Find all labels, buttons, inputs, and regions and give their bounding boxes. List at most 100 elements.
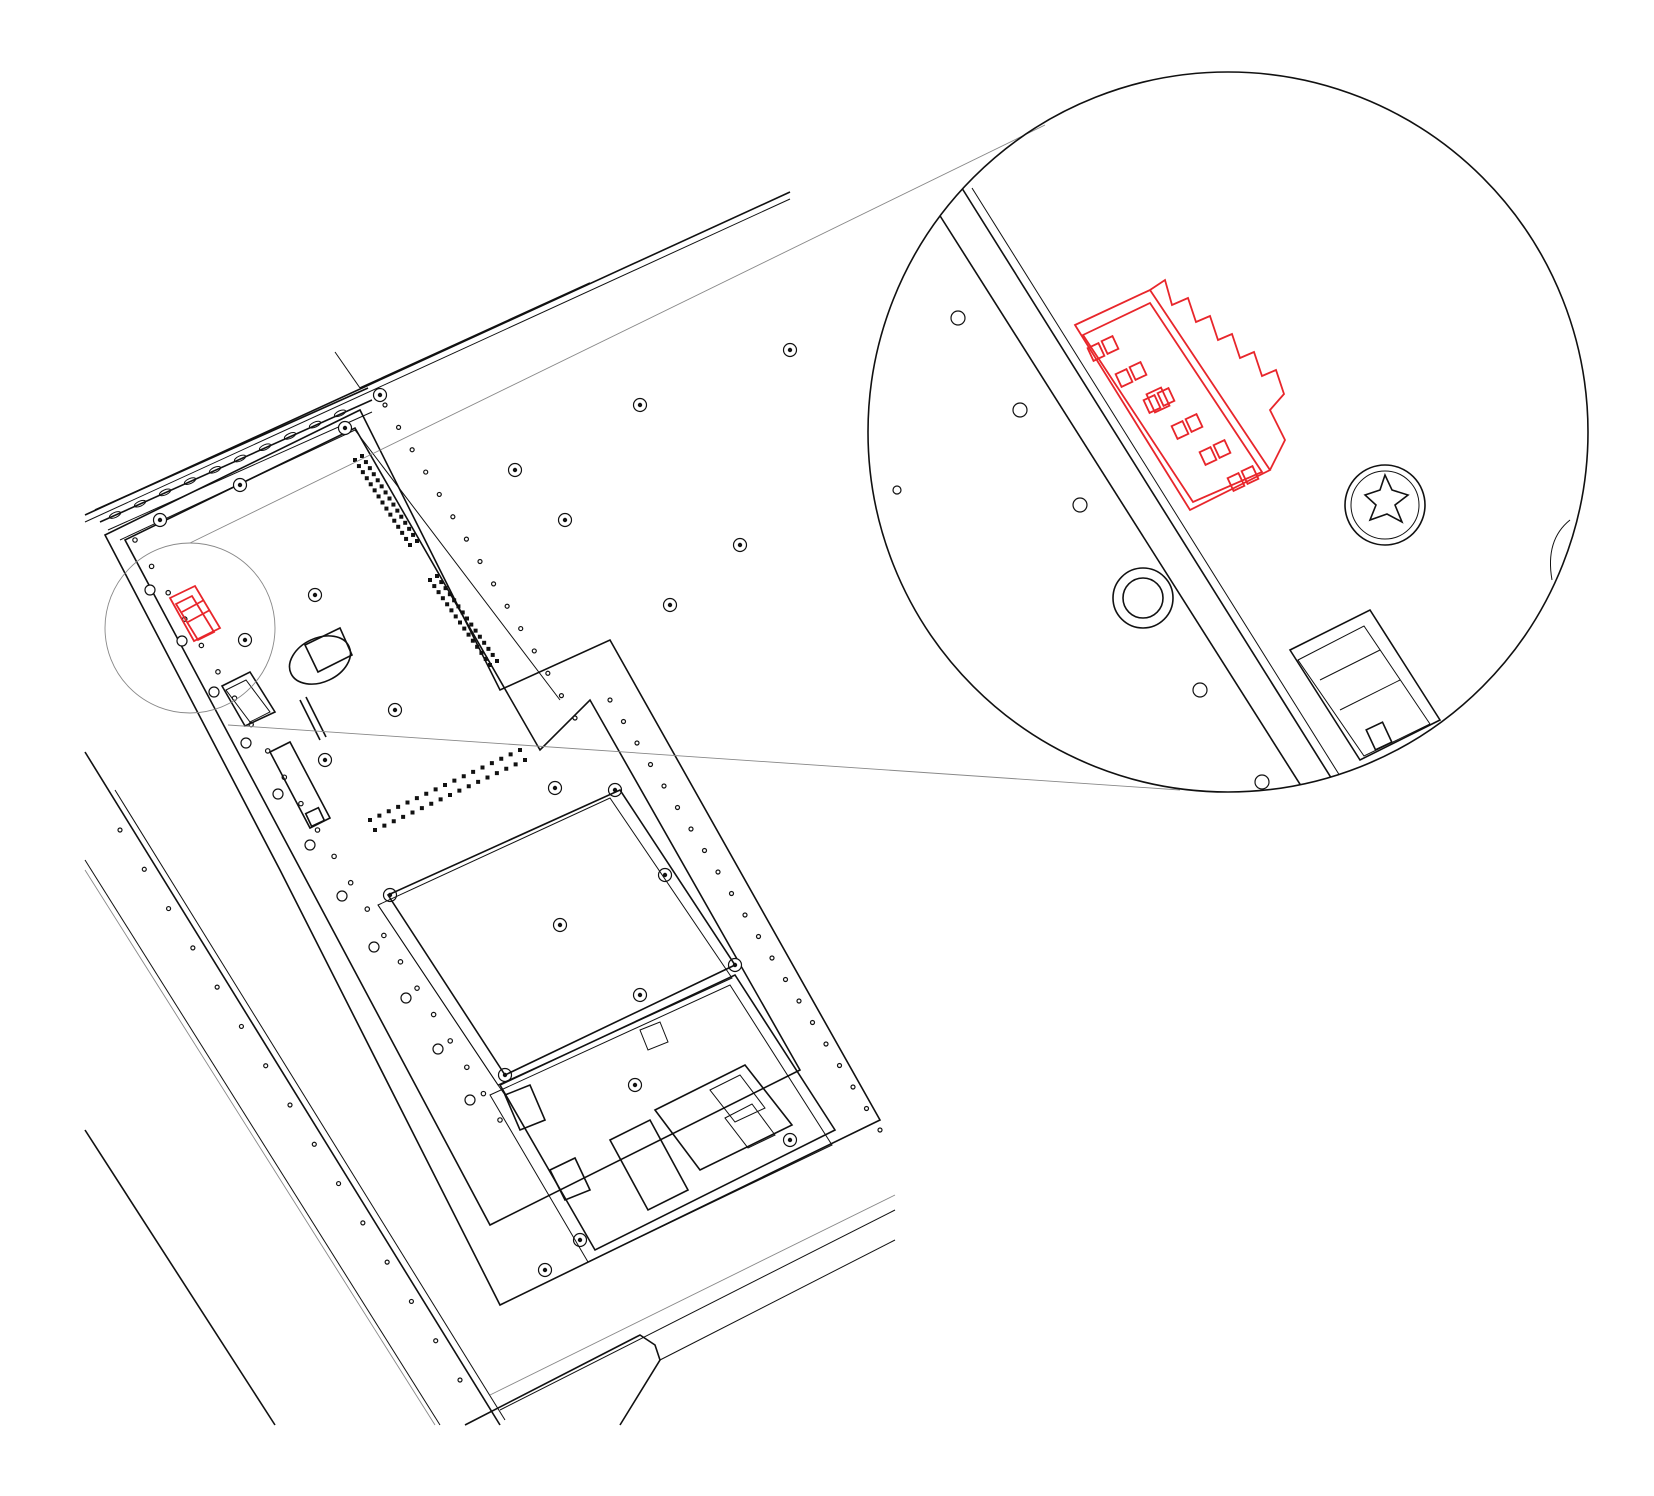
zoom-lower-connector	[1288, 608, 1442, 762]
connector-pin-cell	[1114, 367, 1134, 389]
perforation-hole	[414, 985, 420, 991]
perforation-hole	[141, 866, 147, 872]
header-pin	[438, 797, 443, 802]
rail-slot	[208, 465, 222, 474]
rail-slot	[283, 432, 297, 440]
header-pin	[386, 809, 391, 814]
perforation-hole	[674, 804, 681, 811]
perforation-hole	[336, 890, 348, 902]
header-pin	[490, 652, 495, 657]
secondary-connector	[220, 670, 277, 728]
header-pin	[368, 818, 372, 822]
perforation-hole	[518, 625, 524, 632]
header-pin	[364, 476, 369, 481]
top-rail	[94, 387, 373, 531]
screw-center	[662, 872, 668, 878]
perforation-hole	[165, 905, 172, 912]
perforation-hole	[647, 761, 654, 768]
perforation-hole	[620, 718, 627, 725]
header-pin	[489, 761, 494, 766]
perforation-hole	[304, 839, 316, 851]
connector-pin-cell	[1226, 471, 1246, 493]
header-pin	[483, 656, 488, 661]
screw-center	[557, 922, 563, 928]
header-pin	[436, 590, 441, 595]
header-pin	[415, 539, 419, 543]
io-board	[489, 973, 837, 1263]
header-pin	[477, 634, 482, 639]
perforation-hole	[447, 1038, 454, 1044]
perforation-hole	[463, 536, 470, 542]
screw-center	[312, 592, 318, 598]
perforation-hole	[715, 869, 721, 875]
screw-center	[342, 425, 348, 431]
perforation-hole	[457, 1377, 463, 1383]
header-pin	[462, 626, 467, 631]
screw-center	[542, 1267, 548, 1273]
perforation-hole	[450, 514, 456, 520]
header-pin	[445, 602, 450, 607]
header-pin	[523, 758, 527, 762]
rail-slot	[308, 420, 322, 429]
screw-center	[242, 637, 248, 643]
header-pin	[414, 796, 419, 801]
header-pin	[396, 524, 401, 529]
header-pin	[407, 526, 412, 531]
header-pin	[518, 748, 522, 752]
screw-center	[667, 602, 673, 608]
header-pin	[508, 752, 513, 757]
perforation-hole	[836, 1062, 843, 1069]
screw-center	[157, 517, 163, 523]
header-pin	[404, 536, 409, 541]
side-latch	[268, 740, 332, 830]
header-pin	[475, 644, 480, 649]
perforation-holes	[117, 402, 883, 1383]
header-pin	[353, 458, 357, 462]
screw-center	[787, 1137, 793, 1143]
header-pin	[410, 810, 415, 815]
perforation-hole	[117, 827, 123, 833]
header-pin	[443, 783, 447, 787]
perforation-hole	[335, 1180, 342, 1187]
connector-pin-cell	[1240, 464, 1260, 486]
perforation-hole	[132, 537, 138, 543]
perforation-hole	[287, 1102, 293, 1108]
perforation-hole	[176, 635, 188, 647]
perforation-hole	[198, 642, 205, 649]
header-pin	[368, 482, 373, 487]
header-pin	[485, 775, 490, 780]
header-pin	[470, 638, 475, 643]
header-pin	[504, 766, 509, 771]
header-pin	[401, 814, 406, 819]
screw-center	[562, 517, 568, 523]
rail-slot	[108, 511, 122, 519]
header-pin	[395, 508, 400, 513]
header-pin	[461, 774, 466, 779]
header-pin	[439, 580, 444, 585]
header-pin	[403, 520, 408, 525]
header-pin	[363, 460, 368, 465]
perforation-hole	[504, 603, 510, 609]
perforation-hole	[384, 1259, 390, 1265]
perforation-hole	[728, 890, 735, 897]
header-pin	[433, 787, 438, 792]
perforation-hole	[464, 1094, 476, 1106]
header-pin	[458, 620, 462, 625]
screw-center	[787, 347, 793, 353]
perforation-hole	[263, 1063, 269, 1069]
perforation-hole	[558, 693, 565, 699]
header-pin	[440, 596, 445, 601]
header-pin	[479, 650, 484, 655]
battery-holder	[288, 626, 354, 741]
perforation-hole	[148, 563, 155, 570]
perforation-hole	[572, 715, 578, 721]
screw-heads	[152, 342, 798, 1278]
connector-pin-cell	[1100, 334, 1120, 356]
perforation-hole	[165, 589, 171, 596]
perforation-hole	[381, 932, 387, 939]
header-pin	[495, 659, 499, 663]
perforation-hole	[272, 788, 284, 800]
header-pin	[371, 472, 376, 477]
header-pin	[379, 484, 384, 489]
perforation-hole	[215, 669, 221, 675]
